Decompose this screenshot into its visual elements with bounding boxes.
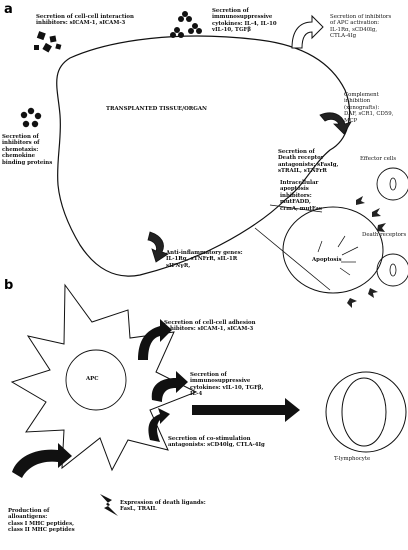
label-apoptosis: Apoptosis bbox=[312, 257, 342, 263]
panel-label-b: b bbox=[4, 278, 14, 293]
effector-cell-nucleus bbox=[389, 177, 397, 191]
t-cell-arrow bbox=[192, 398, 300, 422]
label-complement-inhibition: Complement inhibition (xenografts): DAF,… bbox=[344, 92, 394, 124]
label-apc: APC bbox=[86, 376, 99, 382]
label-death-ligands: Expression of death ligands: FasL, TRAIL bbox=[120, 500, 206, 513]
apoptosis-arrows bbox=[317, 235, 359, 276]
label-adhesion-inhibitors: Secretion of cell-cell adhesion inhibito… bbox=[164, 320, 256, 333]
t-lymphocyte-nucleus bbox=[341, 377, 387, 447]
tissue-cell bbox=[282, 206, 384, 294]
chemotaxis-dots bbox=[20, 107, 42, 128]
effector-cell bbox=[376, 167, 408, 201]
label-alloantigens: Production of alloantigens: class I MHC … bbox=[8, 508, 75, 534]
label-costimulation-antagonists: Secretion of co-stimulation antagonists:… bbox=[168, 436, 265, 449]
label-cell-cell-inhibitors: Secretion of cell-cell interaction inhib… bbox=[36, 14, 134, 27]
organ-outline bbox=[56, 35, 351, 277]
connector-line bbox=[254, 227, 331, 291]
organ-title: TRANSPLANTED TISSUE/ORGAN bbox=[106, 106, 207, 112]
label-anti-inflammatory-genes: Anti-inflammatory genes: IL-1Rα, sTNFrR,… bbox=[166, 250, 243, 269]
death-ligand-bolt bbox=[100, 494, 118, 516]
label-death-receptor-antagonists: Secretion of Death receptor antagonists:… bbox=[278, 149, 339, 175]
label-chemotaxis-inhibitors: Secretion of inhibitors of chemotaxis: c… bbox=[2, 134, 53, 166]
death-receptor-marks bbox=[347, 196, 386, 308]
anti-inflammatory-arrow bbox=[147, 231, 169, 263]
label-intracellular-inhibitors: Intracellular apoptosis inhibitors: mutF… bbox=[280, 180, 322, 212]
panel-b-graphics bbox=[10, 283, 407, 516]
panel-a-graphics bbox=[20, 11, 408, 308]
label-immunosuppressive-cytokines: Secretion of immunosuppressive cytokines… bbox=[212, 8, 277, 34]
label-effector-cells: Effector cells bbox=[360, 156, 397, 162]
effector-cell-nucleus bbox=[389, 263, 397, 277]
inhibitor-squares bbox=[34, 31, 62, 53]
apc-nucleus bbox=[65, 349, 127, 411]
cytokine-marks bbox=[170, 11, 202, 38]
effector-cell bbox=[376, 253, 408, 287]
alloantigen-arrow bbox=[12, 443, 72, 478]
label-apc-activation-inhibitors: Secretion of inhibitors of APC activatio… bbox=[330, 14, 392, 40]
costim-arrow bbox=[148, 408, 170, 442]
immuno-arrow bbox=[151, 371, 188, 402]
adhesion-arrow bbox=[138, 319, 172, 360]
t-lymphocyte bbox=[325, 371, 407, 453]
label-death-receptors: Death receptors bbox=[362, 232, 407, 238]
complement-arrow bbox=[319, 112, 352, 135]
label-t-lymphocyte: T-lymphocyte bbox=[334, 456, 371, 462]
panel-label-a: a bbox=[4, 2, 13, 17]
label-immunosuppressive-cytokines-b: Secretion of immunosuppressive cytokines… bbox=[190, 372, 264, 398]
apc-inhibitor-arrow bbox=[291, 14, 324, 49]
